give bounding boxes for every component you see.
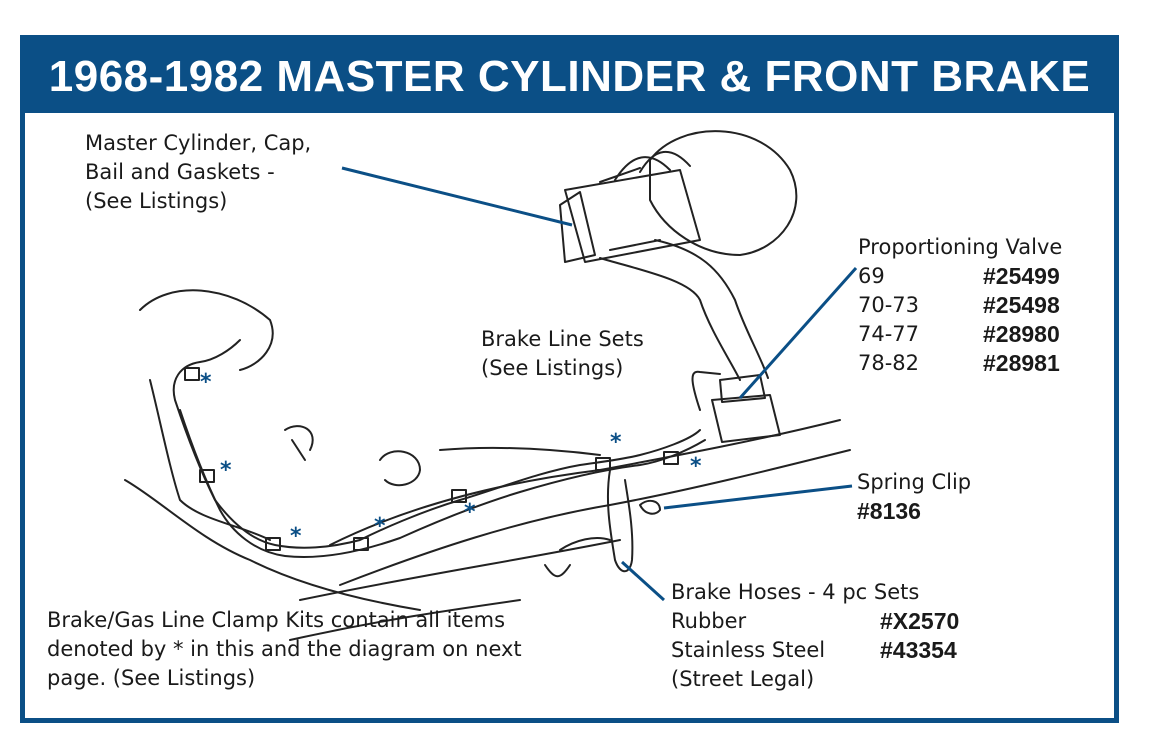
brake-line-sets-label: Brake Line Sets (See Listings) [481,327,644,380]
clamp-asterisk: * [200,370,212,395]
spring-clip-part [639,499,661,515]
line-clamp [265,537,281,551]
valve-row: 70-73#25498 [858,292,1060,318]
diagram-frame: 1968-1982 MASTER CYLINDER & FRONT BRAKE … [20,35,1119,723]
part-number: #25499 [983,263,1060,289]
valve-row: 74-77#28980 [858,321,1060,347]
hose-row: Stainless Steel#43354 [671,637,957,663]
brake-hose-leader [620,560,666,602]
clamp-kits-note: Brake/Gas Line Clamp Kits contain all it… [47,608,522,690]
part-number: #28981 [983,350,1060,376]
clamp-asterisk: * [374,514,386,539]
clamp-asterisk: * [610,430,622,455]
line-clamp [199,469,215,483]
clamp-asterisk: * [690,454,702,479]
line-clamp [184,367,200,381]
hose-row: Rubber#X2570 [671,608,960,634]
master-cylinder-label: Master Cylinder, Cap, Bail and Gaskets -… [85,131,312,213]
clamp-asterisk: * [290,524,302,549]
part-number: #X2570 [880,608,960,634]
valve-row: 78-82#28981 [858,350,1060,376]
clamp-asterisk: * [220,458,232,483]
master-cylinder-body [564,169,701,263]
master-cylinder-leader [341,166,573,227]
spring-clip-label: Spring Clip #8136 [857,470,972,524]
clamp-asterisk: * [464,500,476,525]
page-title: 1968-1982 MASTER CYLINDER & FRONT BRAKE … [25,40,1114,174]
line-clamp [663,451,679,465]
part-number: #25498 [983,292,1060,318]
spring-clip-leader [663,484,853,510]
proportioning-valve-leader [738,267,858,399]
part-number: #28980 [983,321,1060,347]
part-number: #8136 [857,498,921,524]
brake-booster [649,130,798,256]
part-number: #43354 [880,637,957,663]
line-clamp [595,457,611,471]
valve-row: 69#25499 [858,263,1060,289]
line-clamp [451,489,467,503]
line-clamp [353,537,369,551]
brake-hoses-label: Brake Hoses - 4 pc Sets Rubber#X2570 Sta… [671,578,991,694]
proportioning-valve-label: Proportioning Valve 69#25499 70-73#25498… [858,233,1098,378]
